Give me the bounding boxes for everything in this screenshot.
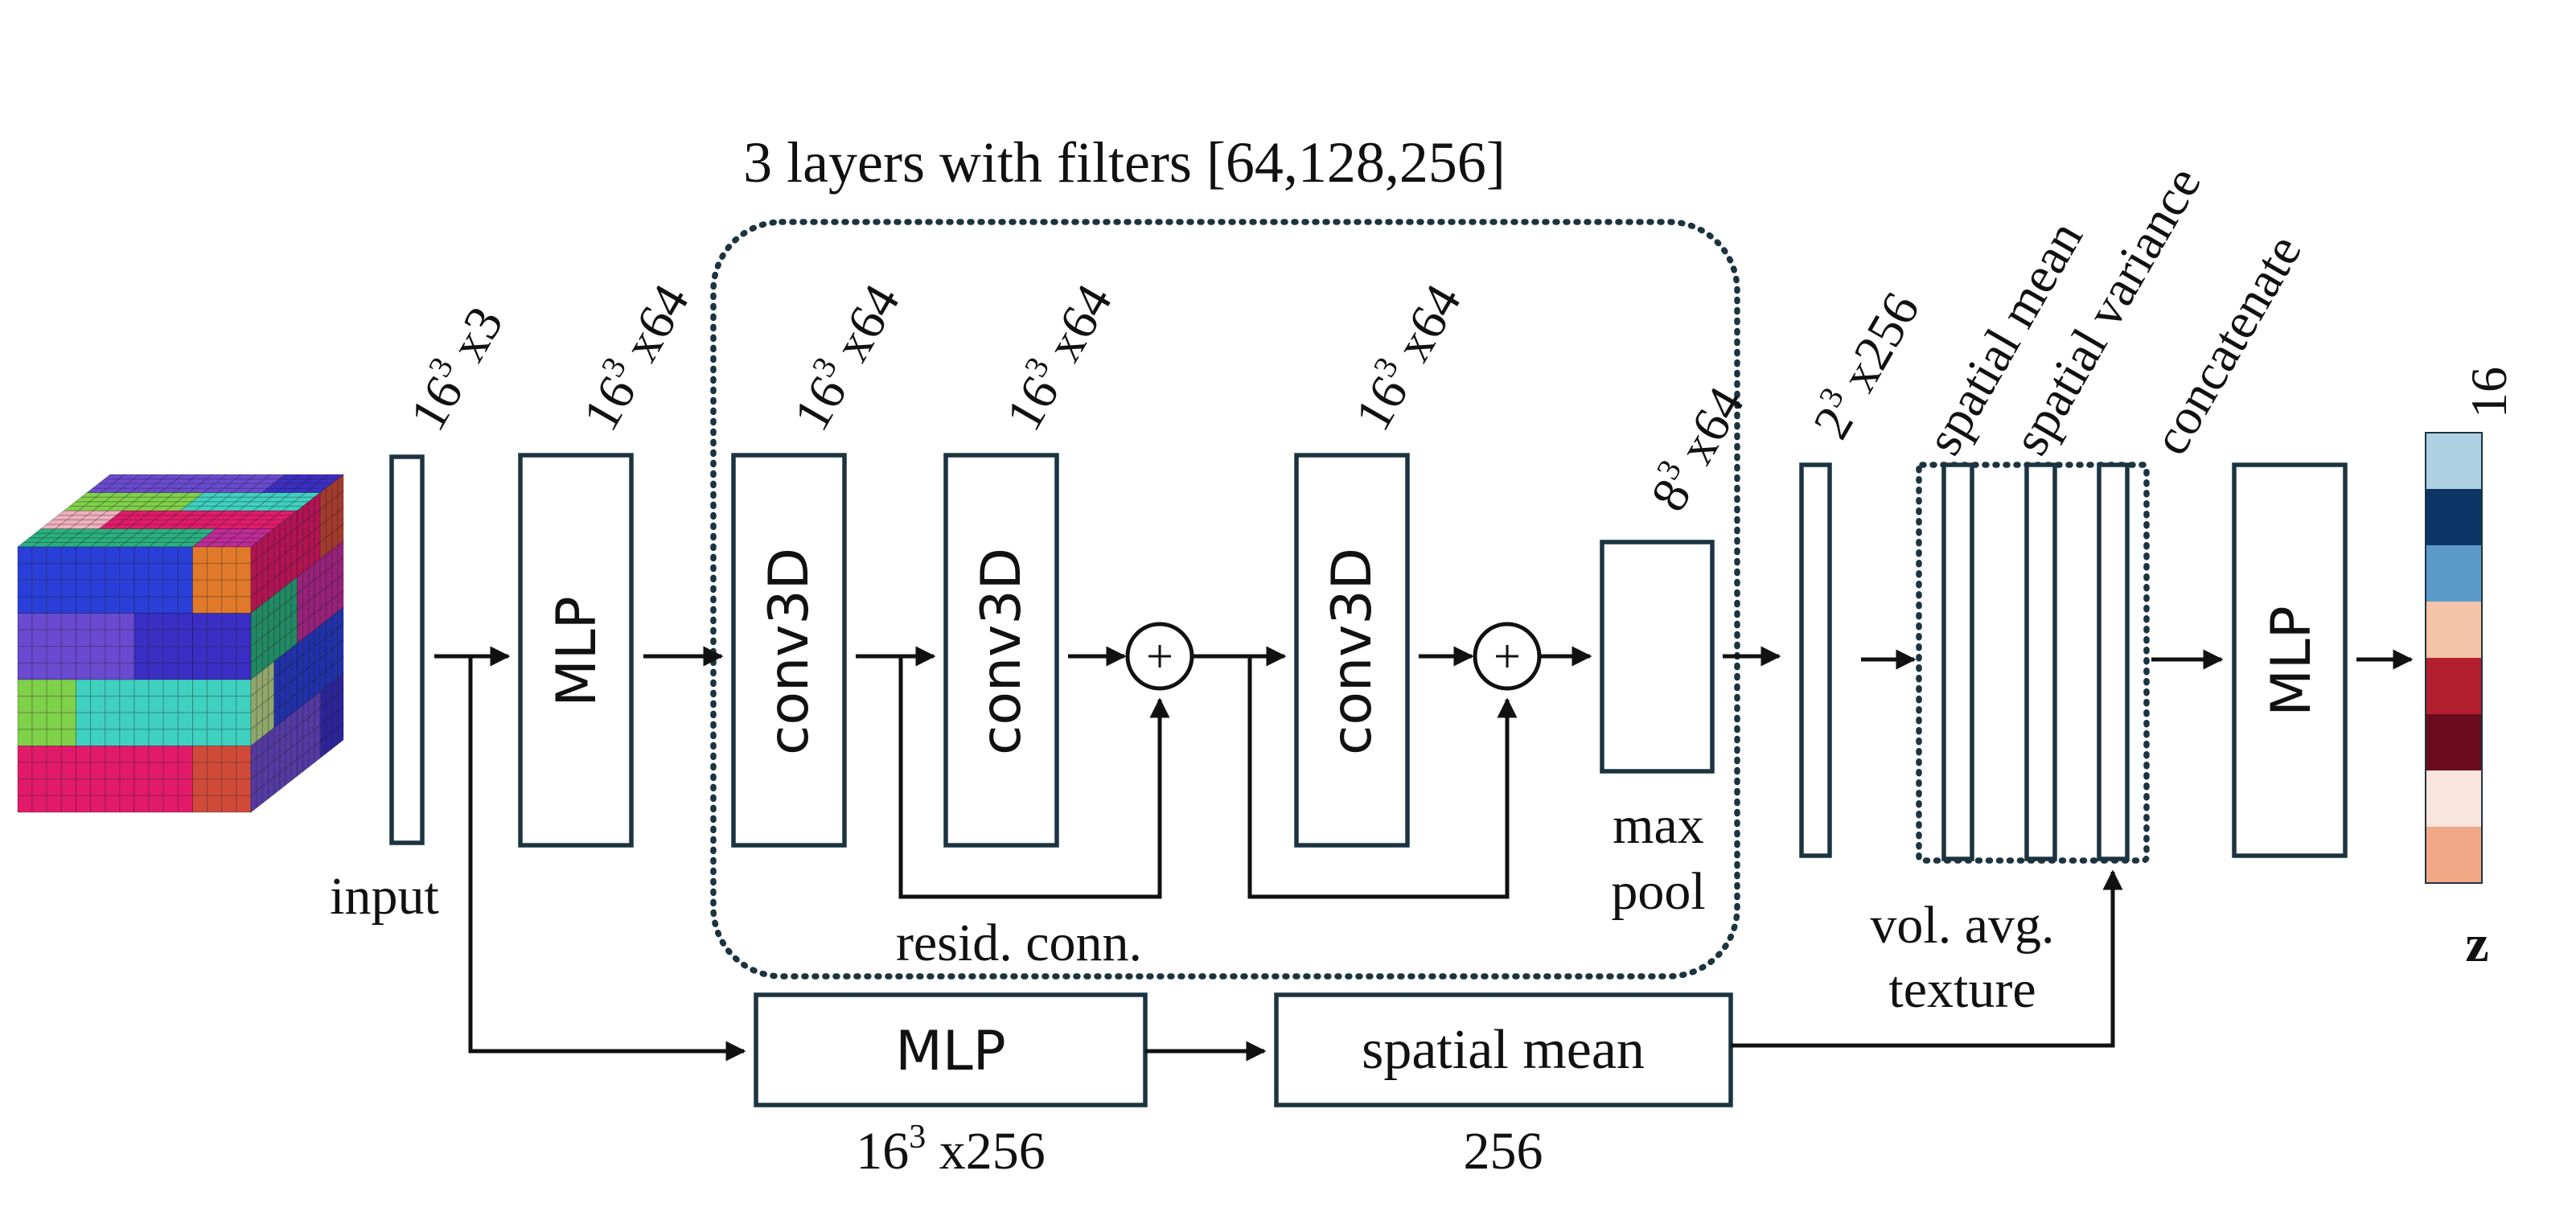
texture-label-line2: texture (1888, 960, 2036, 1019)
spatial-mean-bar (1941, 462, 1974, 861)
latent-cell (2426, 602, 2482, 658)
texture-mlp-label: MLP (895, 1020, 1006, 1083)
connections (434, 646, 2414, 1062)
maxpool-block (1600, 540, 1715, 774)
residual-sum-symbol-1: + (1146, 630, 1173, 683)
mlp-block-2-label: MLP (2260, 606, 2323, 717)
residual-sum-symbol-2: + (1493, 630, 1521, 683)
texture-label-line1: vol. avg. (1870, 896, 2054, 955)
spatial-variance-bar (2024, 462, 2057, 861)
latent-vector (2425, 432, 2483, 884)
latent-cell (2426, 433, 2482, 489)
spatial-mean-block (1274, 992, 1733, 1107)
voxel-cube-image (16, 473, 345, 814)
shape-label-conv2: 163 x64 (991, 273, 1123, 440)
output-tensor-bar (1799, 462, 1832, 858)
shape-label-latent: 16 (2460, 367, 2517, 418)
latent-cell (2426, 827, 2482, 883)
shape-label-out: 23 x256 (1798, 281, 1930, 448)
concatenate-bar (2097, 462, 2130, 861)
input-label: input (330, 867, 439, 926)
latent-label: z (2465, 914, 2488, 973)
maxpool-label-line2: pool (1611, 862, 1705, 921)
mlp-block-1 (518, 453, 634, 848)
shape-label-texture-mean: 256 (1464, 1122, 1543, 1181)
conv3d-block-2 (943, 453, 1059, 848)
shape-label-input: 163 x3 (395, 295, 514, 440)
input-tensor-bar (389, 454, 425, 845)
latent-cell (2426, 658, 2482, 714)
shape-label-conv3: 163 x64 (1340, 273, 1472, 440)
shape-label-texture-mlp: 163 x256 (856, 1119, 1046, 1181)
conv3d-block-2-label: conv3D (970, 548, 1033, 755)
conv3d-block-3-label: conv3D (1321, 548, 1384, 755)
spatial-mean-block-label: spatial mean (1362, 1019, 1645, 1081)
mlp-block-2 (2232, 462, 2348, 858)
latent-vector-frame (2425, 432, 2483, 884)
latent-cell (2426, 489, 2482, 545)
conv3d-block-3 (1294, 453, 1410, 848)
latent-cell (2426, 545, 2482, 602)
conv3d-block-1-label: conv3D (758, 548, 821, 755)
texture-mlp-block (754, 992, 1148, 1107)
latent-cell (2426, 770, 2482, 827)
mlp-block-1-label: MLP (545, 596, 609, 707)
shape-label-mlp1: 163 x64 (568, 273, 700, 440)
residual-block-group-frame (710, 219, 1740, 980)
group-label: 3 layers with filters [64,128,256] (743, 130, 1506, 195)
latent-cell (2426, 714, 2482, 770)
residual-connection-label: resid. conn. (896, 914, 1142, 972)
shape-label-conv1: 163 x64 (779, 273, 910, 440)
conv3d-block-1 (731, 453, 847, 848)
maxpool-label-line1: max (1613, 796, 1704, 855)
